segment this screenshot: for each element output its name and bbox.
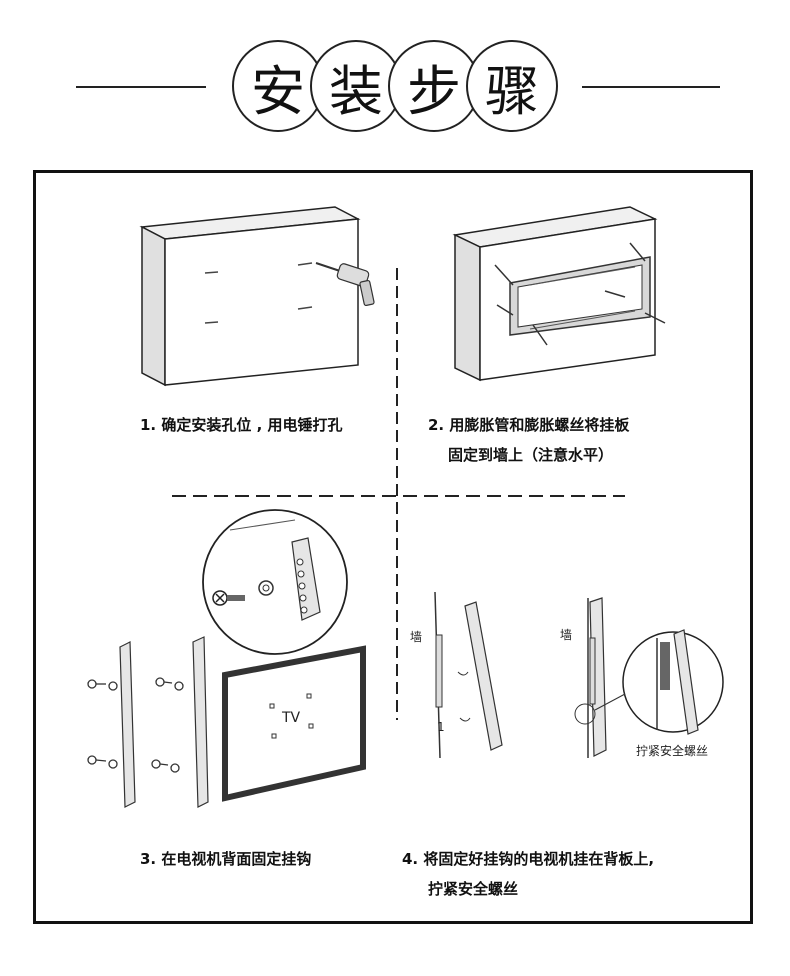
tighten-label: 拧紧安全螺丝	[636, 744, 709, 758]
drill-icon	[315, 262, 375, 307]
header-char-3: 步	[388, 40, 480, 132]
step2-caption-line1: 2. 用膨胀管和膨胀螺丝将挂板	[428, 416, 630, 434]
step1-illustration	[139, 206, 375, 387]
header-char-4: 骤	[466, 40, 558, 132]
header-char-1: 安	[232, 40, 324, 132]
instruction-frame	[33, 170, 753, 924]
step3-caption: 3. 在电视机背面固定挂钩	[140, 850, 312, 868]
header-line-right	[582, 86, 720, 88]
wall-label-left: 墙	[410, 630, 423, 644]
wall-label-right: 墙	[560, 628, 573, 642]
header-char-2: 装	[310, 40, 402, 132]
screw-icon	[212, 580, 274, 606]
header-line-left	[76, 86, 206, 88]
step4-caption-line1: 4. 将固定好挂钩的电视机挂在背板上,	[402, 850, 655, 868]
step2-caption-line2: 固定到墙上（注意水平）	[448, 446, 614, 464]
step1-caption: 1. 确定安装孔位 , 用电锤打孔	[140, 416, 343, 434]
step3-illustration	[87, 509, 366, 808]
step4-caption-line2: 拧紧安全螺丝	[428, 880, 519, 898]
tv-label: TV	[282, 710, 301, 726]
step-number-label: 1	[437, 720, 445, 734]
step2-illustration	[452, 206, 666, 382]
step4-illustration	[434, 591, 724, 759]
